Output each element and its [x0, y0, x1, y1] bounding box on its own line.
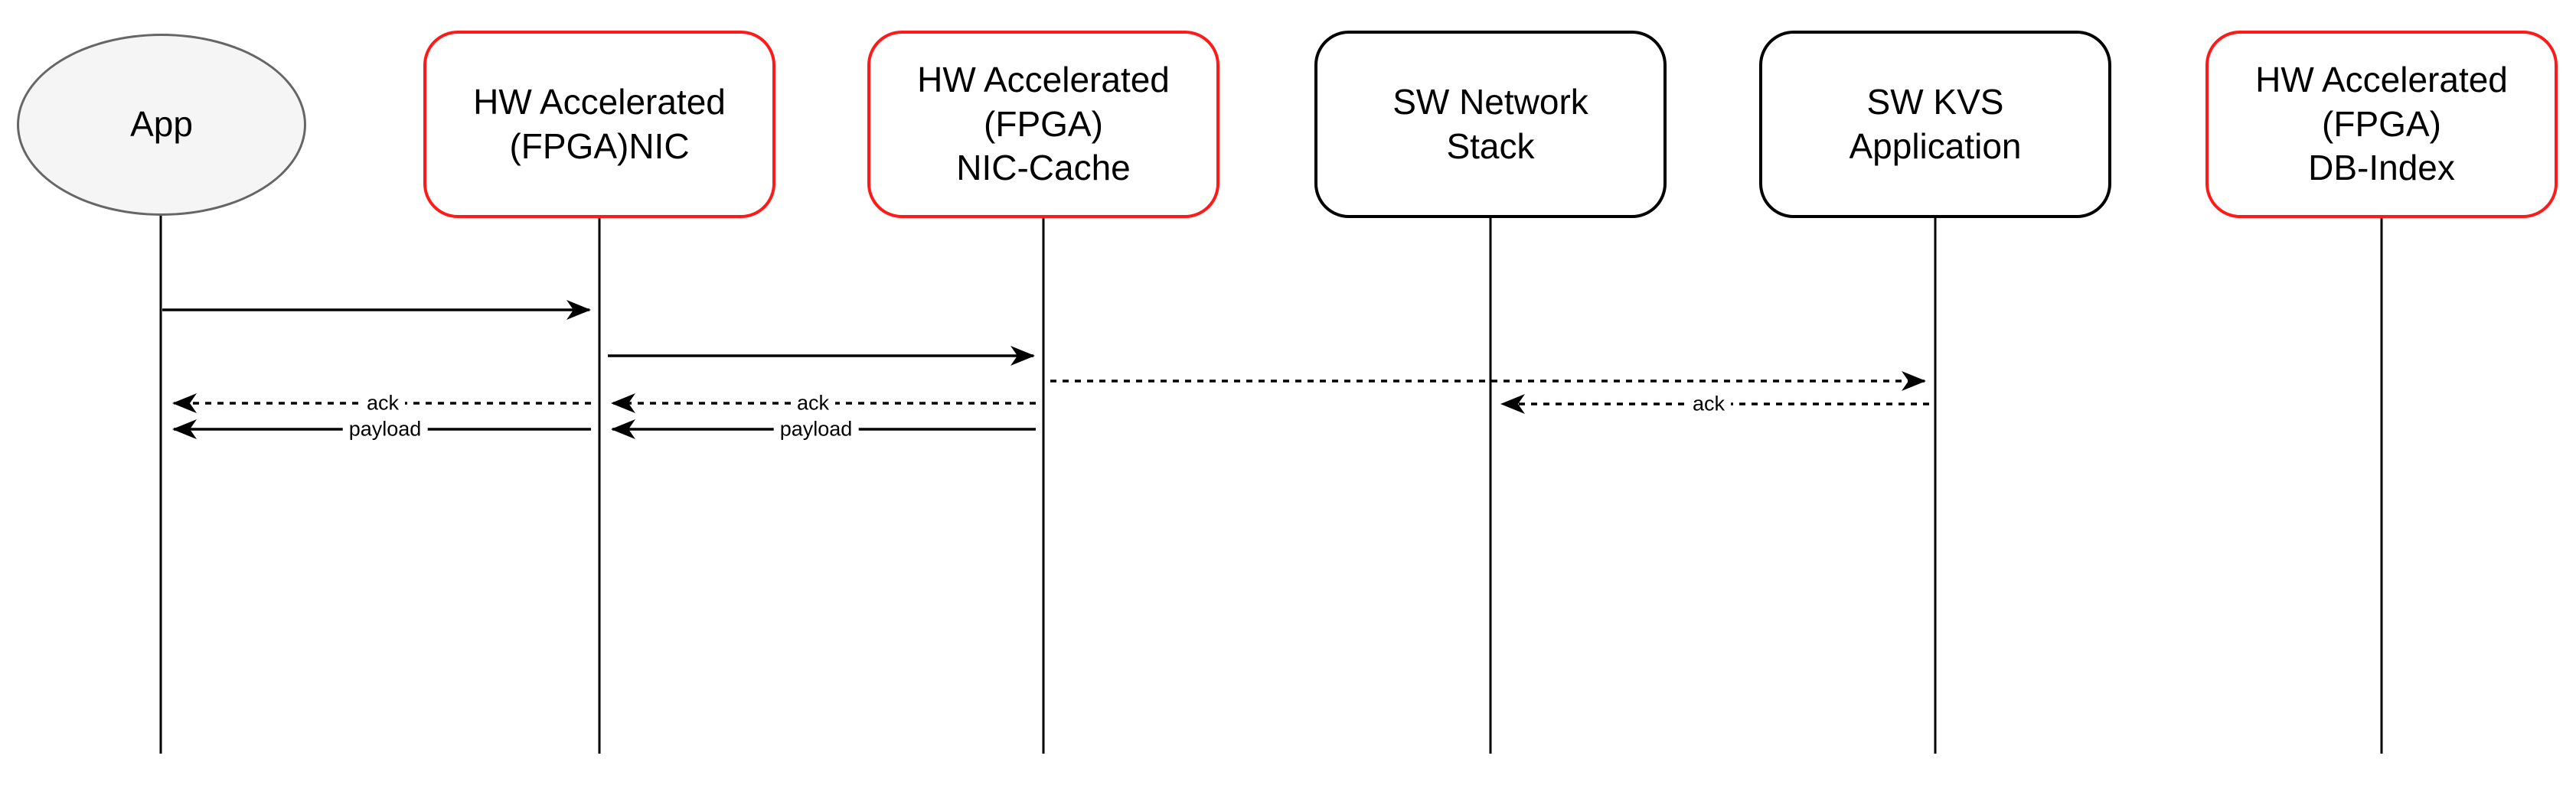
participant-fpga-db-index: HW Accelerated (FPGA) DB-Index: [2205, 31, 2558, 218]
participant-sw-kvs-application: SW KVS Application: [1759, 31, 2111, 218]
message-label-ack-nic-cache-to-nic: ack: [790, 391, 836, 415]
message-label-ack-nic-to-app: ack: [360, 391, 406, 415]
message-label-payload-nic-to-app: payload: [342, 417, 428, 441]
participant-sw-network-stack: SW Network Stack: [1314, 31, 1667, 218]
participant-app: App: [17, 34, 306, 216]
message-label-payload-nic-cache-to-nic: payload: [773, 417, 859, 441]
message-label-ack-kvs-to-network-stack: ack: [1686, 392, 1732, 416]
participant-fpga-nic-cache: HW Accelerated (FPGA) NIC-Cache: [867, 31, 1219, 218]
participant-fpga-nic: HW Accelerated (FPGA)NIC: [423, 31, 775, 218]
